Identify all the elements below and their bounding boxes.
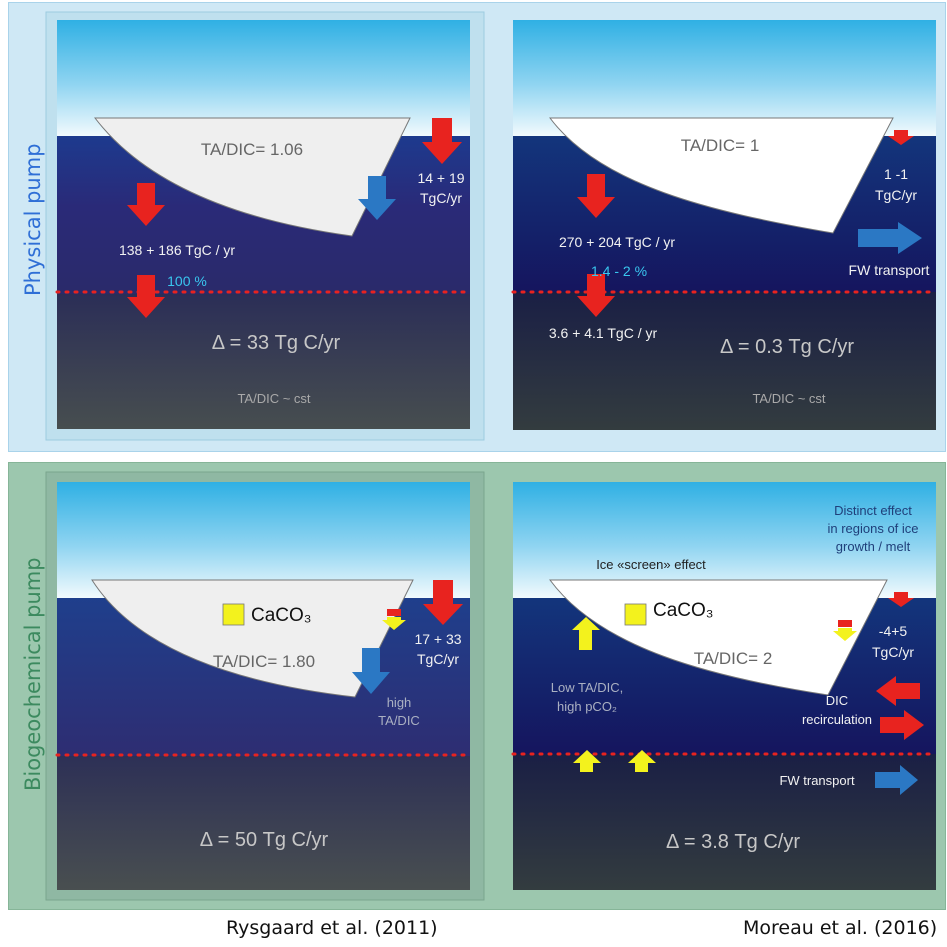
down-arrow-deep xyxy=(127,275,165,318)
flux-deep-label: 3.6 + 4.1 TgC / yr xyxy=(549,325,658,341)
up-arrow-screen xyxy=(572,617,600,650)
fw-transport-label: FW transport xyxy=(849,262,930,278)
high-ratio-label-2: TA/DIC xyxy=(378,713,420,728)
distinct-effect-label-3: growth / melt xyxy=(836,539,911,554)
citation-right: Moreau et al. (2016) xyxy=(743,917,938,939)
flux-ice-label: 270 + 204 TgC / yr xyxy=(559,234,675,250)
flux-edge-label-2: TgC/yr xyxy=(417,651,459,667)
dic-label-1: DIC xyxy=(826,693,848,708)
percent-label: 100 % xyxy=(167,273,207,289)
ratio-label: TA/DIC= 2 xyxy=(694,649,773,668)
flux-edge-label-1: 17 + 33 xyxy=(414,631,461,647)
dic-right-arrow xyxy=(880,710,924,740)
flux-edge-label-1: -4+5 xyxy=(879,623,908,639)
flux-edge-label-2: TgC/yr xyxy=(872,644,914,660)
dic-label-2: recirculation xyxy=(802,712,872,727)
down-arrow-ice xyxy=(577,174,615,218)
citation-left: Rysgaard et al. (2011) xyxy=(226,917,438,939)
delta-label: Δ = 33 Tg C/yr xyxy=(212,332,341,354)
caco3-marker xyxy=(624,603,647,626)
ratio-label: TA/DIC= 1.06 xyxy=(201,140,303,159)
deep-ratio-label: TA/DIC ~ cst xyxy=(752,391,825,406)
flux-edge-label-1: 14 + 19 xyxy=(417,170,464,186)
delta-label: Δ = 50 Tg C/yr xyxy=(200,829,329,851)
panel-moreau-bio xyxy=(511,482,938,890)
distinct-effect-label-1: Distinct effect xyxy=(834,503,912,518)
high-ratio-label-1: high xyxy=(387,695,412,710)
flux-edge-label-2: TgC/yr xyxy=(420,190,462,206)
small-yellow-arrow xyxy=(833,628,857,641)
sea-ice-floe xyxy=(549,117,894,234)
flux-edge-label-1: 1 -1 xyxy=(884,166,908,182)
caco3-marker xyxy=(222,603,245,626)
flux-ice-label: 138 + 186 TgC / yr xyxy=(119,242,235,258)
flux-edge-label-2: TgC/yr xyxy=(875,187,917,203)
caco3-label: CaCO₃ xyxy=(251,605,312,626)
delta-label: Δ = 3.8 Tg C/yr xyxy=(666,831,800,853)
caco3-label: CaCO₃ xyxy=(653,600,714,621)
down-arrow-deep xyxy=(577,274,615,317)
fw-transport-label: FW transport xyxy=(779,773,855,788)
down-arrow-edge xyxy=(888,130,914,145)
delta-label: Δ = 0.3 Tg C/yr xyxy=(720,336,854,358)
fw-down-arrow xyxy=(358,176,396,220)
up-arrow-deep-1 xyxy=(573,750,601,772)
sea-ice-floe xyxy=(91,579,414,698)
low-ratio-label-1: Low TA/DIC, xyxy=(551,680,623,695)
down-arrow-edge xyxy=(423,580,463,625)
fw-transport-arrow xyxy=(875,765,918,795)
low-ratio-label-2: high pCO₂ xyxy=(557,699,617,714)
panel-moreau-physical xyxy=(511,20,938,430)
panel-rysgaard-bio xyxy=(55,482,472,890)
distinct-effect-label-2: in regions of ice xyxy=(827,521,918,536)
panel-rysgaard-physical xyxy=(55,20,472,429)
ratio-label: TA/DIC= 1 xyxy=(681,136,760,155)
dic-left-arrow xyxy=(876,676,920,706)
fw-transport-arrow xyxy=(858,222,922,254)
up-arrow-deep-2 xyxy=(628,750,656,772)
small-red-marker xyxy=(387,609,401,616)
ice-screen-label: Ice «screen» effect xyxy=(596,557,706,572)
small-red-marker xyxy=(838,620,852,627)
small-yellow-arrow xyxy=(382,617,406,630)
percent-label: 1.4 - 2 % xyxy=(591,263,647,279)
sea-ice-floe xyxy=(93,117,411,237)
down-arrow-edge xyxy=(888,592,914,607)
down-arrow-ice xyxy=(127,183,165,226)
down-arrow-edge xyxy=(422,118,462,164)
deep-ratio-label: TA/DIC ~ cst xyxy=(237,391,310,406)
ratio-label: TA/DIC= 1.80 xyxy=(213,652,315,671)
fw-down-arrow xyxy=(352,648,390,694)
